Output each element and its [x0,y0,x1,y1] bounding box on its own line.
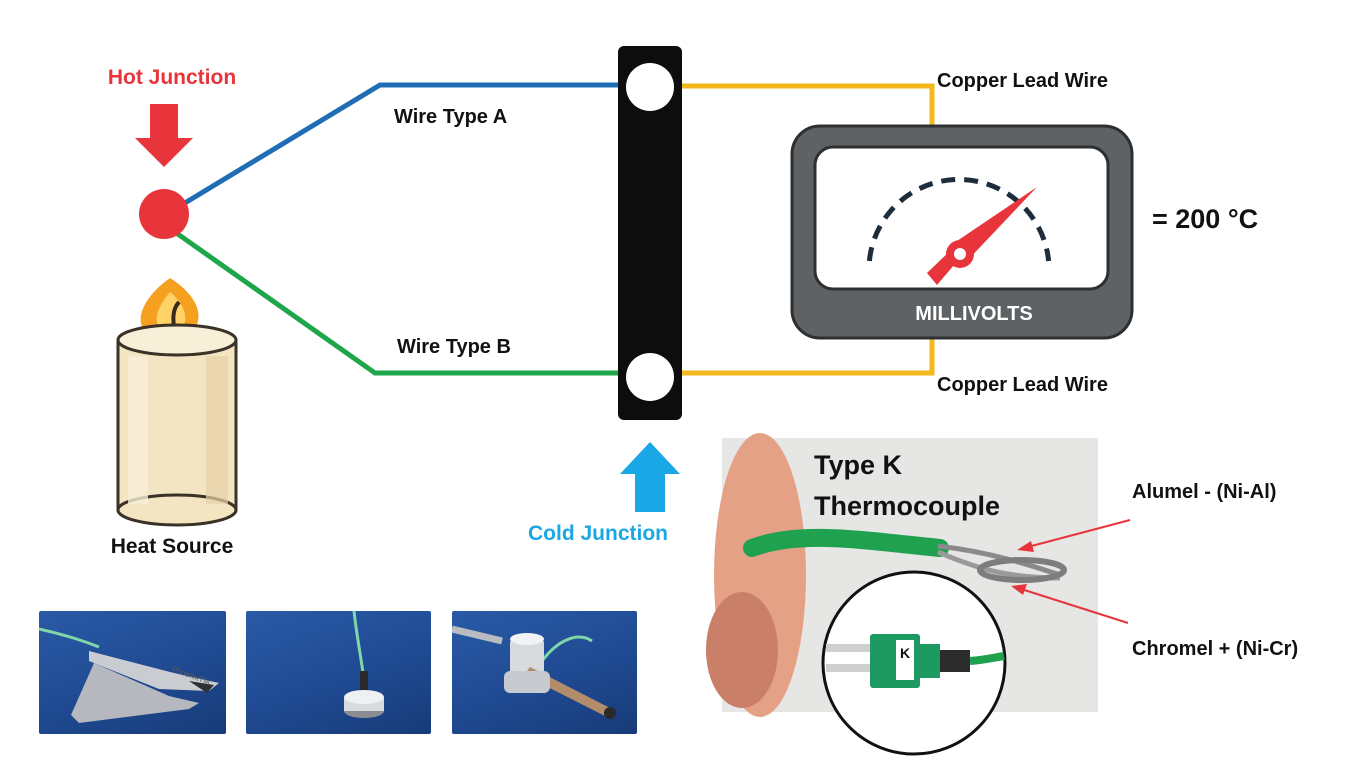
terminal-top [626,63,674,111]
clamp-probe-photo: PhoenixTM [39,611,226,734]
meter-pivot-center [954,248,966,260]
connector-photo: K [826,634,1005,688]
cold-junction-label: Cold Junction [528,522,668,545]
terminal-block [618,46,682,420]
meter-needle [954,187,1037,262]
meter-face [813,145,1110,291]
alumel-arrow-head [1017,541,1034,552]
chromel-label: Chromel + (Ni-Cr) [1132,638,1298,660]
hot-junction-label: Hot Junction [108,66,236,89]
type-k-title-line2: Thermocouple [814,491,1000,521]
hot-junction-arrow [135,104,193,167]
hot-junction-dot [139,189,189,239]
terminal-bottom [626,353,674,401]
meter-label: MILLIVOLTS [915,303,1032,325]
alumel-arrow-line [1023,519,1131,549]
chromel-arrow-line [1017,587,1129,624]
magnetic-probe-photo [452,611,637,734]
temperature-reading: = 200 °C [1152,204,1258,234]
wire-type-a-line [163,82,650,218]
connector-k-mark: K [900,645,910,661]
copper-lead-wire-top-label: Copper Lead Wire [937,70,1108,92]
alumel-label: Alumel - (Ni-Al) [1132,481,1276,503]
wire-type-a-label: Wire Type A [394,106,507,128]
chromel-arrow-head [1011,584,1027,595]
copper-lead-wire-bottom-label: Copper Lead Wire [937,374,1108,396]
copper-lead-wire-top-line [650,83,935,128]
candle-icon [116,278,238,527]
copper-lead-wire-bottom-line [650,338,935,376]
heat-source-label: Heat Source [111,535,234,558]
wire-type-b-label: Wire Type B [397,336,511,358]
type-k-title-line1: Type K [814,450,903,480]
surface-probe-photo [246,611,431,734]
wire-type-b-line [163,222,650,376]
cold-junction-arrow [620,442,680,512]
